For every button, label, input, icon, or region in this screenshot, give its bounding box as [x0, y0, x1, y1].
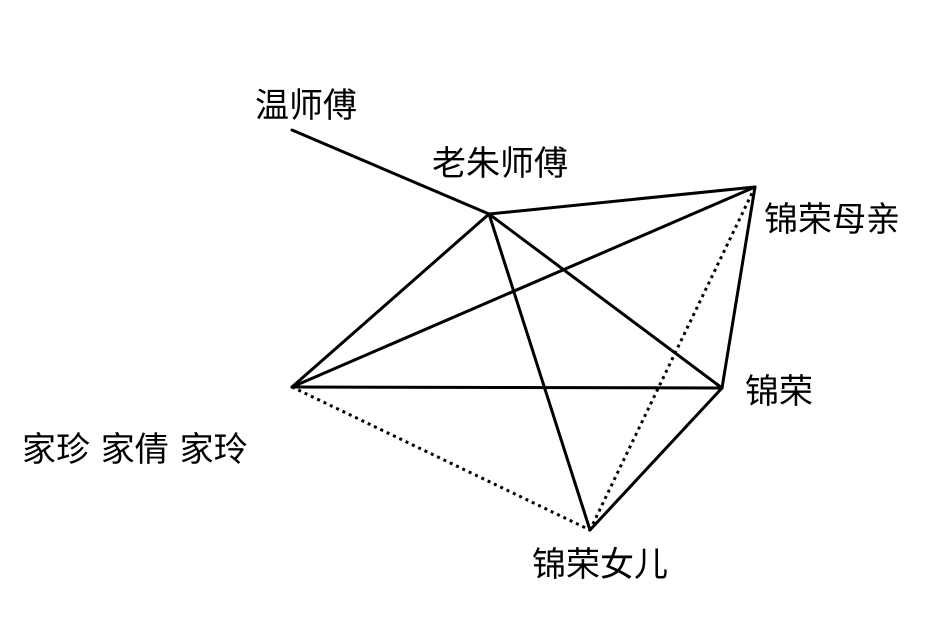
- edge-mother-daughter: [588, 186, 757, 531]
- edge-family-jinrong: [290, 385, 724, 390]
- edge-family-mother: [290, 185, 757, 389]
- edge-family-daughter: [291, 385, 591, 532]
- node-label-mother: 锦荣母亲: [764, 200, 900, 240]
- node-label-jinrong: 锦荣: [745, 372, 813, 412]
- edge-zhu-mother: [487, 185, 757, 216]
- node-label-zhu: 老朱师傅: [432, 144, 568, 184]
- node-label-wen: 温师傅: [255, 86, 357, 126]
- node-label-daughter: 锦荣女儿: [532, 545, 668, 585]
- node-label-family: 家珍 家倩 家玲: [22, 430, 248, 470]
- edge-mother-jinrong: [720, 185, 757, 390]
- edge-wen-zhu: [290, 128, 491, 216]
- edge-zhu-jinrong: [487, 212, 724, 390]
- edge-zhu-daughter: [487, 212, 592, 532]
- edges-group: [290, 128, 757, 532]
- edge-jinrong-daughter: [588, 386, 724, 532]
- edge-zhu-family: [290, 212, 491, 389]
